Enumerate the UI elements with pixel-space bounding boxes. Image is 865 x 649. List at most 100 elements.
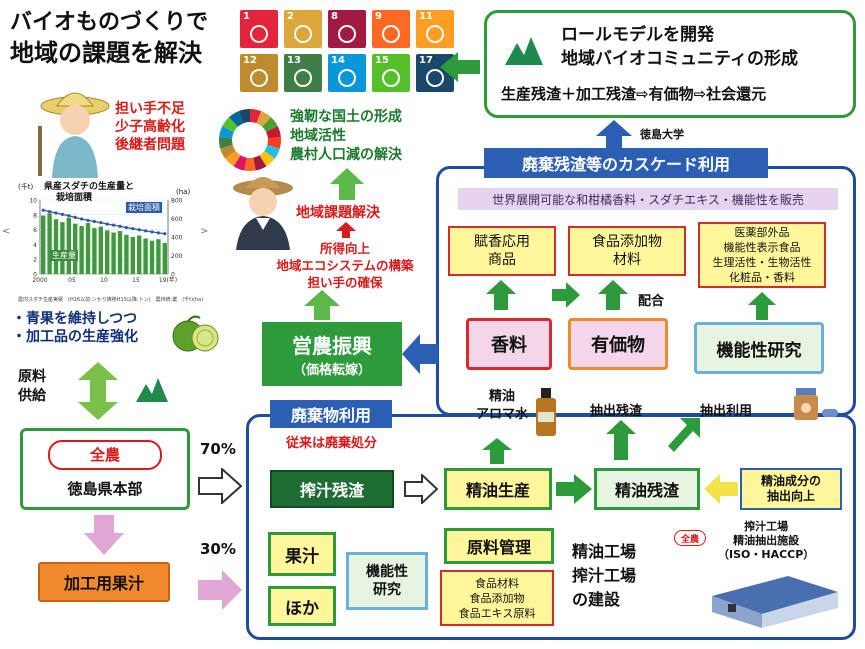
sdg-wheel-segment [253, 155, 267, 171]
goals-list: 強靭な国土の形成 地域活性 農村人口減の解決 [290, 108, 402, 165]
green-left-arrow-icon [440, 52, 480, 82]
green-right-arrow-icon [552, 282, 580, 308]
blend-label: 配合 [638, 294, 665, 309]
sdg-wheel-segment [219, 126, 234, 139]
agri-promotion-box: 営農振興 （価格転嫁） [262, 322, 402, 386]
chart-y-tick-right: 200 [171, 253, 183, 260]
sdg-tile-number: 17 [419, 55, 433, 66]
sdg-tile-number: 1 [243, 11, 250, 22]
supply-label: 原料 供給 [18, 368, 46, 406]
sdg-tile-glyph-icon [250, 25, 268, 43]
chart-y-tick-left: 10 [29, 198, 37, 205]
chart-y-tick-right: 600 [171, 216, 183, 223]
chart-line-point [60, 212, 64, 216]
ja-logo-icon [134, 376, 170, 404]
chart-bar [47, 213, 52, 274]
chart-title: 県産スダチの生産量と 栽培面積 [44, 182, 134, 204]
sdg-wheel-segment [262, 117, 278, 132]
extract-residue-label: 抽出残渣 [590, 404, 643, 419]
oil-bottle-icon [534, 388, 558, 438]
sdg-tile: 2 [284, 10, 322, 48]
pharma-item: 医薬部外品 [734, 226, 790, 239]
chart-bar [41, 215, 46, 274]
func-study-l1: 機能性 [366, 564, 408, 580]
valuable-box: 有価物 [568, 318, 668, 370]
chart-bar [53, 219, 59, 274]
green-diag-arrow-icon [666, 418, 700, 454]
chart-line-point [99, 221, 103, 225]
sdg-tile-number: 14 [331, 55, 345, 66]
func-study-box: 機能性 研究 [346, 552, 428, 610]
sdg-tile-number: 13 [287, 55, 301, 66]
sdg-wheel-segment [222, 117, 238, 132]
chart-y-tick-left: 0 [33, 272, 37, 279]
young-farmer-illustration [228, 170, 298, 250]
chart-bar [73, 223, 78, 274]
chart-y-tick-left: 6 [33, 227, 37, 234]
chart-line-point [54, 211, 58, 215]
chart-line-point [80, 217, 84, 221]
chart-bar [79, 225, 84, 274]
sdg-tile-number: 11 [419, 11, 433, 22]
chart-line-point [124, 225, 128, 230]
chart-line-point [41, 208, 45, 212]
capsule-icon [822, 404, 838, 417]
fragrance-product-l1: 賦香応用 [474, 234, 530, 250]
chart-bar [156, 239, 161, 274]
facility-l3: （ISO・HACCP） [718, 548, 815, 561]
chart-bar [117, 231, 123, 274]
elderly-farmer-illustration [30, 86, 120, 178]
fragrance-product-l2: 商品 [488, 252, 516, 268]
chart-line-point [156, 231, 160, 235]
sdg-tile: 12 [240, 54, 278, 92]
white-right-arrow-icon [198, 466, 243, 506]
sdg-tile-glyph-icon [426, 25, 444, 43]
chart-legend-area: 栽培面積 [126, 202, 162, 213]
green-up-arrow-icon [606, 420, 636, 460]
pct-30: 30% [200, 540, 236, 558]
title-line1: バイオものづくりで [10, 10, 209, 35]
sdg-tile-glyph-icon [382, 25, 400, 43]
sdg-tile: 9 [372, 10, 410, 48]
green-up-arrow-icon [330, 168, 364, 200]
chart-x-tick: 19(年) [159, 276, 177, 284]
supplement-bottle-icon [792, 388, 820, 420]
facility-label: 搾汁工場 精油抽出施設 （ISO・HACCP） [718, 520, 814, 562]
chart-nav-right[interactable]: > [200, 226, 209, 237]
chart-bar [92, 228, 97, 274]
issue-item: 後継者問題 [115, 137, 185, 153]
zennoh-logo: 全農 [48, 439, 162, 470]
chart-line-point [118, 224, 122, 228]
sdg-wheel-segment [229, 111, 244, 127]
oil-aroma-l2: アロマ水 [476, 407, 529, 422]
chart-line-point [86, 218, 90, 222]
green-right-arrow-icon [556, 474, 592, 504]
white-right-arrow-icon [404, 472, 439, 506]
page-title: バイオものづくりで 地域の課題を解決 [10, 8, 208, 68]
goal-item: 農村人口減の解決 [290, 147, 402, 163]
food-additive-l1: 食品添加物 [592, 234, 662, 250]
pct-70: 70% [200, 440, 236, 458]
sdg-tile: 11 [416, 10, 454, 48]
sdg-wheel-icon [218, 108, 282, 172]
chart-line-point [73, 215, 77, 219]
double-arrow-icon [78, 362, 118, 420]
sdg-tile-number: 15 [375, 55, 389, 66]
facility-zennoh-logo: 全農 [674, 530, 706, 546]
material-item: 食品添加物 [469, 591, 525, 605]
chart-line-point [48, 209, 52, 214]
role-line3: 生産残渣＋加工残渣⇨有価物⇨社会還元 [501, 85, 767, 103]
chart-nav-left[interactable]: < [2, 226, 11, 237]
food-additive-box: 食品添加物 材料 [568, 226, 686, 276]
sdg-tile-glyph-icon [338, 25, 356, 43]
chart-title-line1: 県産スダチの生産量と [44, 182, 135, 192]
sdg-wheel-segment [266, 126, 281, 139]
sdg-tile-glyph-icon [250, 69, 268, 87]
waste-title: 廃棄物利用 [270, 400, 392, 428]
sudachi-fruit-illustration [170, 312, 220, 356]
pharma-item: 機能性表示食品 [723, 241, 801, 254]
sdg-tile: 1 [240, 10, 278, 48]
blue-up-arrow-icon [596, 120, 632, 150]
